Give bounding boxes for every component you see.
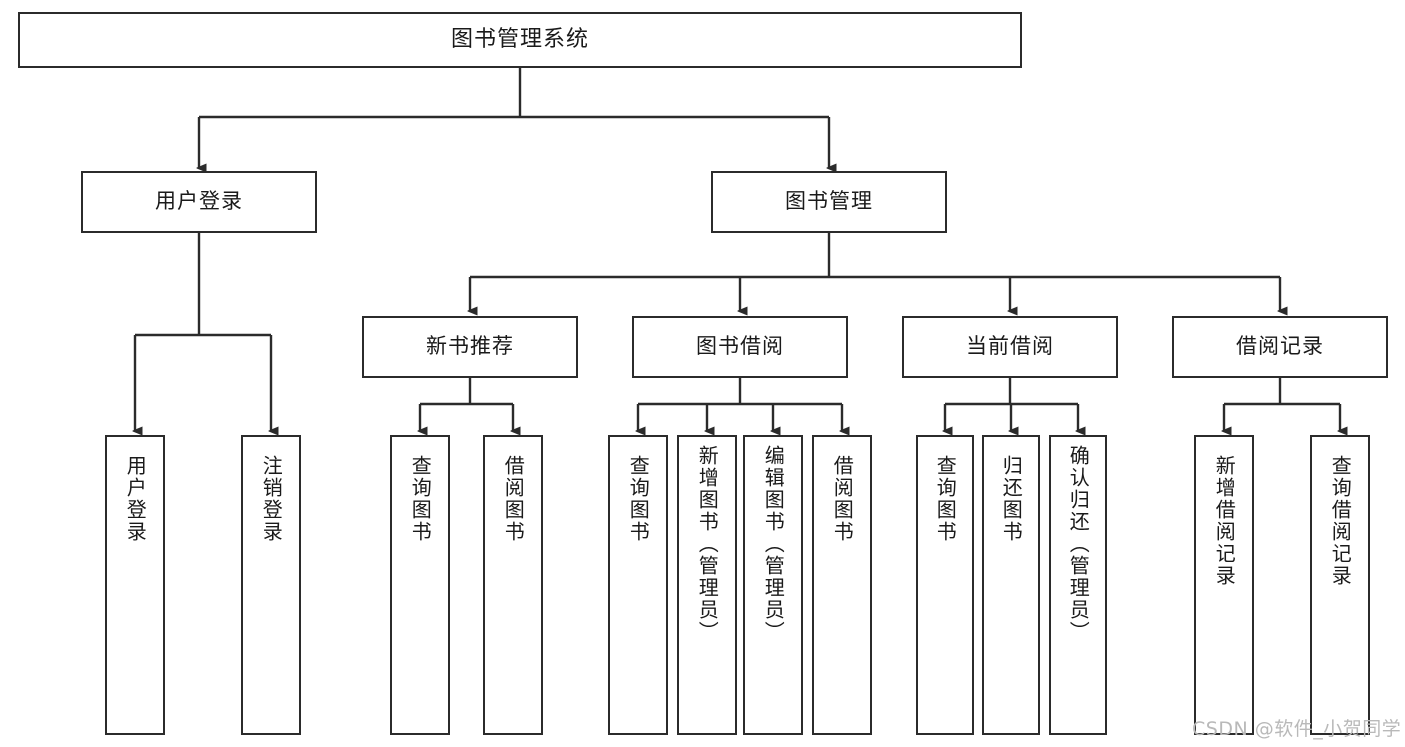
node-leaf-return-book[interactable]: 归还图书 [982, 435, 1040, 735]
node-label: 图书管理 [785, 189, 873, 214]
node-new-book-recommend[interactable]: 新书推荐 [362, 316, 578, 378]
node-leaf-query-book-recommend[interactable]: 查询图书 [390, 435, 450, 735]
node-book-borrow[interactable]: 图书借阅 [632, 316, 848, 378]
node-leaf-borrow-book[interactable]: 借阅图书 [812, 435, 872, 735]
node-borrow-record[interactable]: 借阅记录 [1172, 316, 1388, 378]
node-label: 新书推荐 [426, 334, 514, 359]
node-leaf-user-login[interactable]: 用户登录 [105, 435, 165, 735]
node-leaf-edit-book-admin[interactable]: 编辑图书（管理员） [743, 435, 803, 735]
node-label: 用户登录 [155, 189, 243, 214]
node-label: 借阅图书 [501, 455, 526, 543]
node-label: 当前借阅 [966, 334, 1054, 359]
node-root-system[interactable]: 图书管理系统 [18, 12, 1022, 68]
node-leaf-borrow-book-recommend[interactable]: 借阅图书 [483, 435, 543, 735]
node-label: 注销登录 [259, 455, 284, 543]
node-book-management[interactable]: 图书管理 [711, 171, 947, 233]
node-label: 用户登录 [123, 455, 148, 543]
node-label: 新增借阅记录 [1212, 455, 1237, 587]
node-current-borrow[interactable]: 当前借阅 [902, 316, 1118, 378]
node-label: 归还图书 [999, 455, 1024, 543]
node-label: 查询图书 [408, 455, 433, 543]
node-leaf-add-book-admin[interactable]: 新增图书（管理员） [677, 435, 737, 735]
node-label: 查询图书 [933, 455, 958, 543]
node-leaf-logout[interactable]: 注销登录 [241, 435, 301, 735]
node-label: 借阅记录 [1236, 334, 1324, 359]
node-label: 确认归还（管理员） [1066, 445, 1091, 643]
node-leaf-add-borrow-record[interactable]: 新增借阅记录 [1194, 435, 1254, 735]
node-leaf-query-borrow-record[interactable]: 查询借阅记录 [1310, 435, 1370, 735]
node-label: 借阅图书 [830, 455, 855, 543]
node-label: 查询借阅记录 [1328, 455, 1353, 587]
node-user-login[interactable]: 用户登录 [81, 171, 317, 233]
node-label: 编辑图书（管理员） [761, 445, 786, 643]
node-label: 查询图书 [626, 455, 651, 543]
node-label: 图书管理系统 [450, 26, 589, 52]
node-label: 图书借阅 [696, 334, 784, 359]
node-leaf-query-book-current[interactable]: 查询图书 [916, 435, 974, 735]
node-leaf-query-book-borrow[interactable]: 查询图书 [608, 435, 668, 735]
node-label: 新增图书（管理员） [695, 445, 720, 643]
node-leaf-confirm-return-admin[interactable]: 确认归还（管理员） [1049, 435, 1107, 735]
watermark-text: CSDN @软件_小贺同学 [1192, 718, 1402, 740]
